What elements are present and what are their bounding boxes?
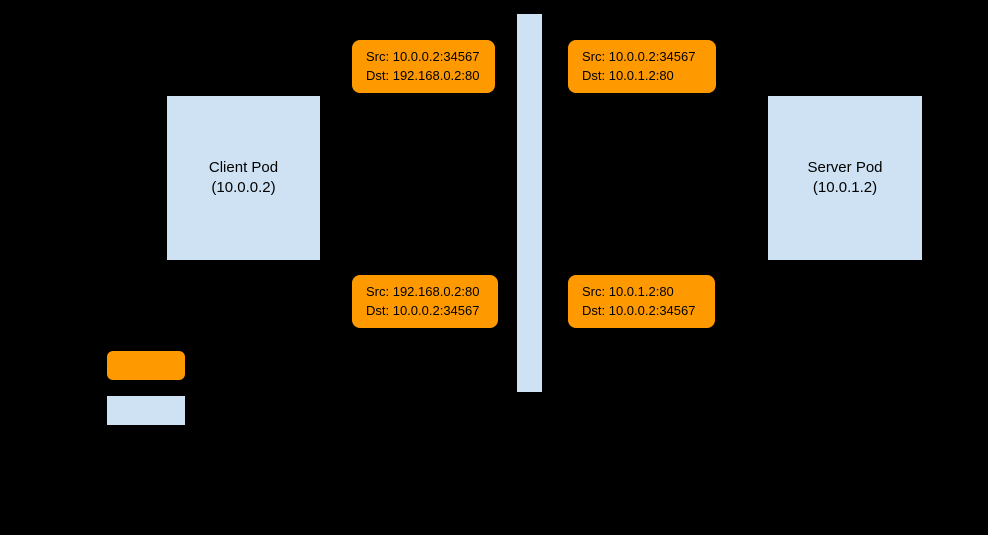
- server-pod-box: Server Pod (10.0.1.2): [768, 96, 922, 260]
- legend-swatch-pod: [107, 396, 185, 425]
- legend-swatch-packet: [107, 351, 185, 380]
- packet-dst: Dst: 10.0.0.2:34567: [582, 302, 696, 318]
- packet-src: Src: 10.0.0.2:34567: [582, 48, 696, 64]
- packet-label-bottom-left: Src: 192.168.0.2:80 Dst: 10.0.0.2:34567: [352, 275, 498, 328]
- client-pod-ip: (10.0.0.2): [211, 179, 276, 196]
- client-pod-box: Client Pod (10.0.0.2): [167, 96, 320, 260]
- network-boundary-bar: [517, 14, 542, 392]
- server-pod-name: Server Pod: [807, 158, 883, 176]
- packet-dst: Dst: 192.168.0.2:80: [366, 67, 480, 83]
- packet-src: Src: 192.168.0.2:80: [366, 283, 480, 299]
- packet-src: Src: 10.0.1.2:80: [582, 283, 674, 299]
- packet-dst: Dst: 10.0.0.2:34567: [366, 302, 480, 318]
- client-pod-name: Client Pod: [208, 158, 279, 176]
- packet-dst: Dst: 10.0.1.2:80: [582, 67, 674, 83]
- packet-label-top-left: Src: 10.0.0.2:34567 Dst: 192.168.0.2:80: [352, 40, 495, 93]
- packet-label-top-right: Src: 10.0.0.2:34567 Dst: 10.0.1.2:80: [568, 40, 716, 93]
- packet-label-bottom-right: Src: 10.0.1.2:80 Dst: 10.0.0.2:34567: [568, 275, 715, 328]
- server-pod-ip: (10.0.1.2): [812, 179, 878, 196]
- packet-src: Src: 10.0.0.2:34567: [366, 48, 480, 64]
